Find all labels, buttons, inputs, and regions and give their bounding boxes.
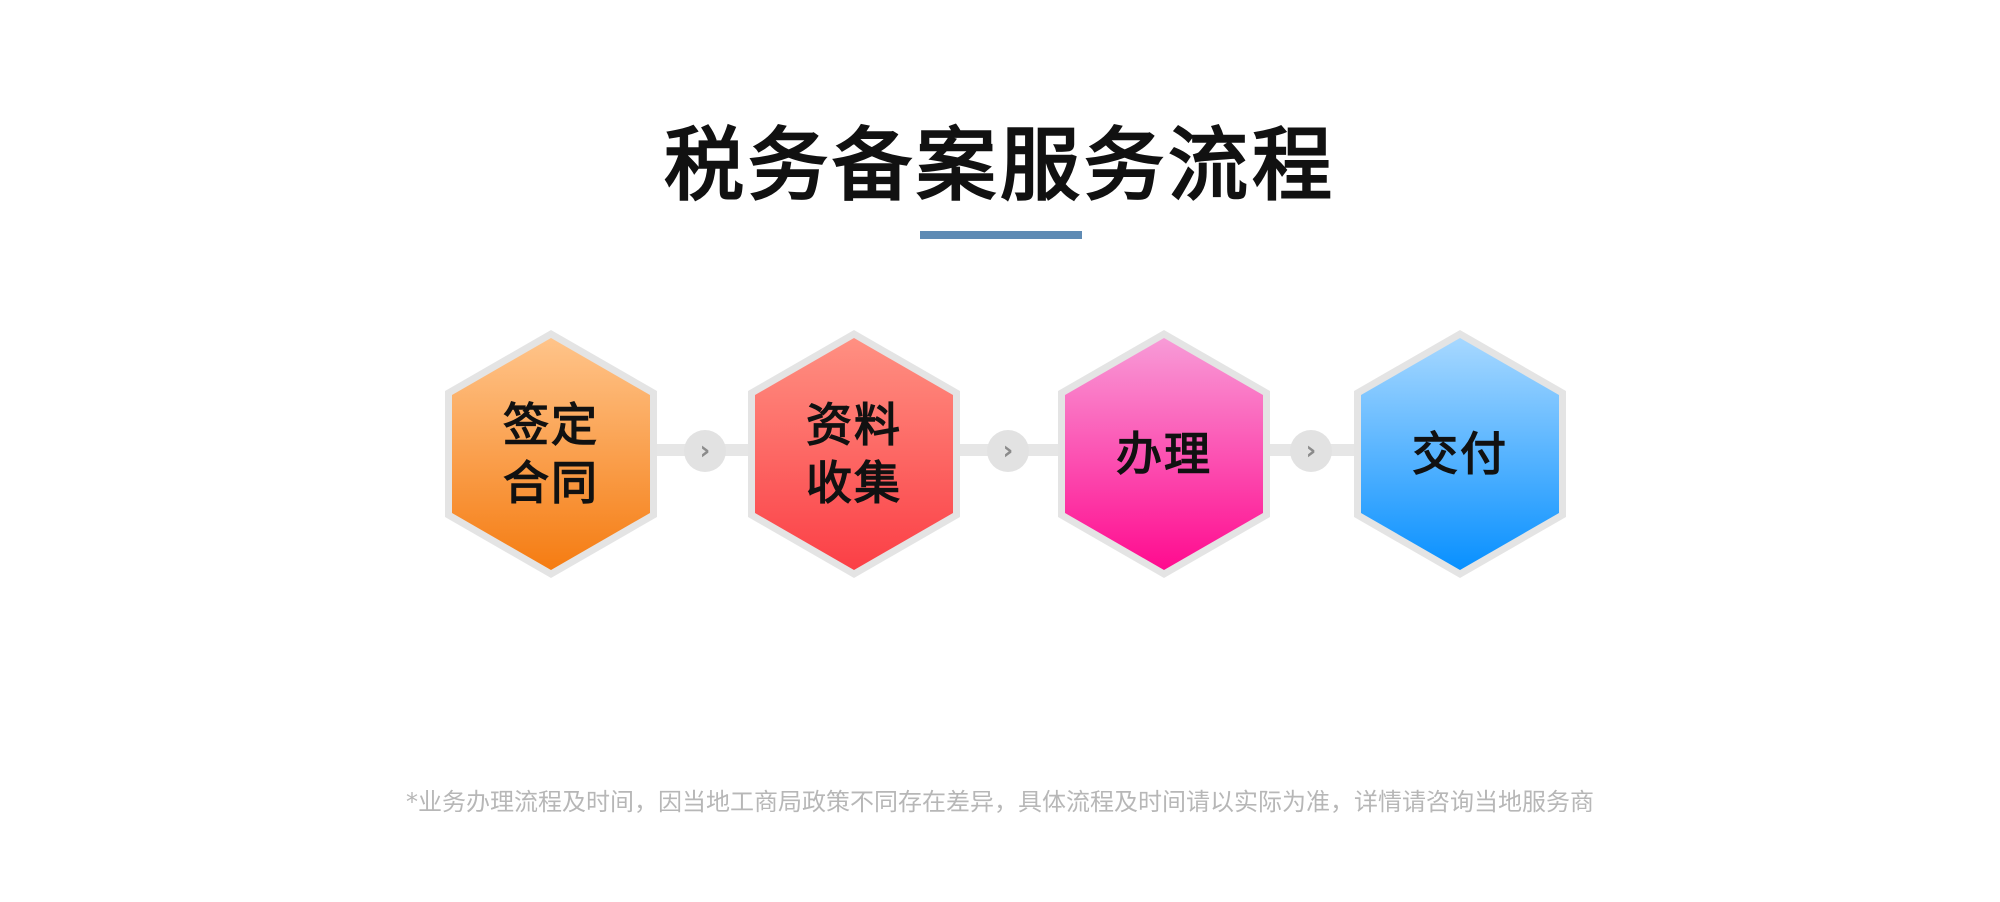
step-hexagon-1: 签定 合同 — [442, 328, 660, 580]
step-label-3: 办理 — [1116, 427, 1212, 481]
footnote: *业务办理流程及时间，因当地工商局政策不同存在差异，具体流程及时间请以实际为准，… — [406, 788, 1594, 816]
step-label-4: 交付 — [1412, 427, 1508, 481]
step-hexagon-3: 办理 — [1055, 328, 1273, 580]
chevron-right-icon: › — [684, 430, 726, 472]
step-label-2: 资料 收集 — [806, 398, 902, 510]
chevron-right-icon: › — [987, 430, 1029, 472]
step-hexagon-4: 交付 — [1351, 328, 1569, 580]
title-underline — [920, 231, 1082, 239]
step-label-1: 签定 合同 — [503, 398, 599, 510]
step-hexagon-2: 资料 收集 — [745, 328, 963, 580]
chevron-right-icon: › — [1290, 430, 1332, 472]
page-title: 税务备案服务流程 — [664, 119, 1336, 212]
